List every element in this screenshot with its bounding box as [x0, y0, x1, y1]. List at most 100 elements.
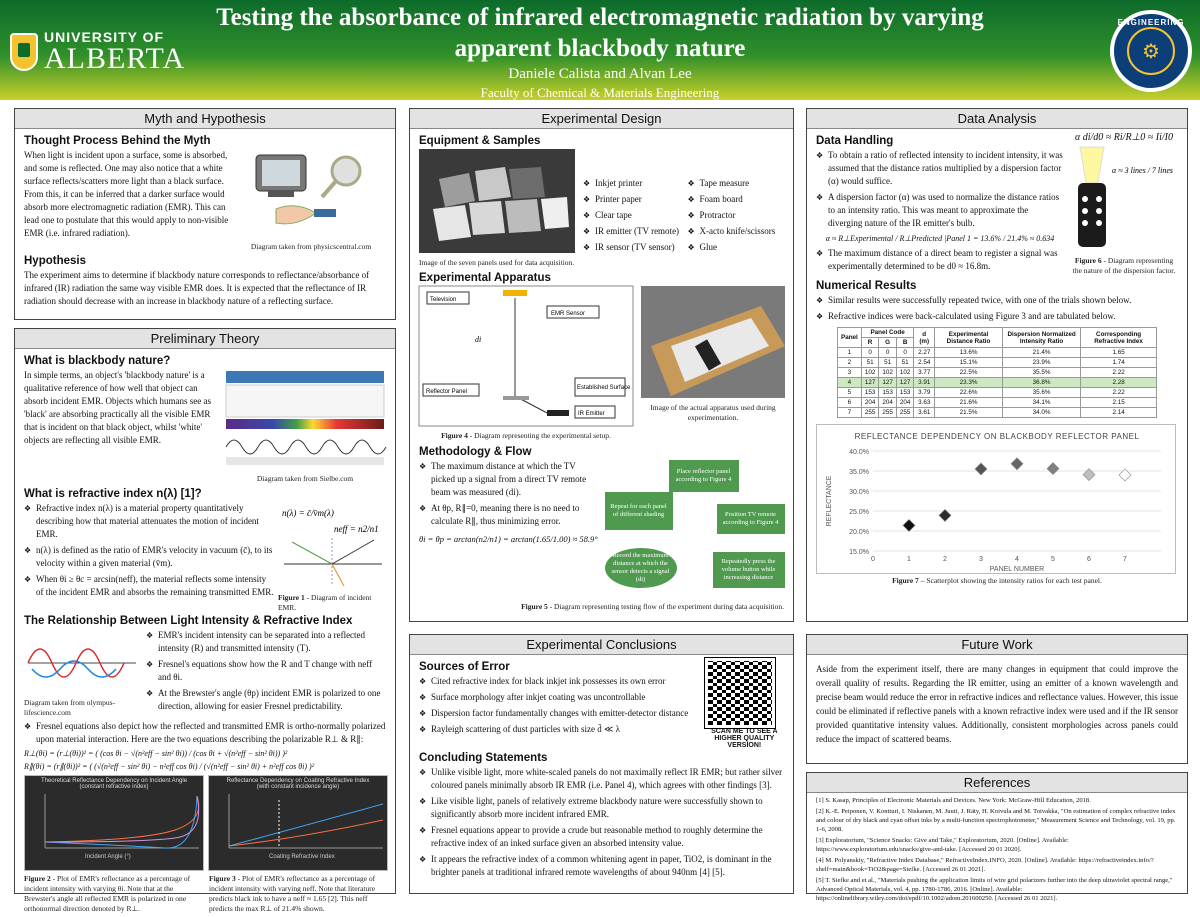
- apparatus-diagram: Television EMR Sensor di Reflector Panel…: [418, 285, 634, 427]
- apparatus-heading: Experimental Apparatus: [419, 272, 551, 284]
- equip-item: Tape measure: [688, 177, 785, 190]
- fig6-label: Figure 6: [1074, 256, 1102, 265]
- table-cell: 35.6%: [1001, 387, 1082, 398]
- conclusions-panel: Experimental Conclusions Sources of Erro…: [409, 634, 794, 894]
- table-cell: 2: [837, 357, 862, 368]
- th-panel: Panel: [837, 327, 862, 348]
- future-panel: Future Work Aside from the experiment it…: [806, 634, 1188, 764]
- fig1-label: Figure 1: [278, 593, 305, 602]
- reflector-label: Reflector Panel: [426, 389, 467, 395]
- data-point-panel-6: [1082, 468, 1096, 482]
- numerical-bullet: Refractive indices were back-calculated …: [816, 310, 1178, 323]
- table-cell: 2.14: [1080, 407, 1157, 418]
- table-cell: 255: [860, 407, 880, 418]
- svg-text:neff = n2/n1: neff = n2/n1: [334, 524, 379, 534]
- chart3-sub: (with constant incidence angle): [256, 784, 340, 790]
- thought-text: When light is incident upon a surface, s…: [24, 150, 229, 238]
- method-bullet: At θp, R∥=0, meaning there is no need to…: [419, 502, 599, 528]
- handling-heading: Data Handling: [816, 135, 894, 147]
- table-cell: 51: [860, 357, 880, 368]
- thought-heading: Thought Process Behind the Myth: [24, 135, 211, 147]
- data-point-panel-3: [974, 462, 988, 476]
- future-text: Aside from the experiment itself, there …: [816, 664, 1178, 744]
- analysis-panel: Data Analysis Data Handling To obtain a …: [806, 108, 1188, 622]
- panels-caption: Image of the seven panels used for data …: [419, 258, 575, 267]
- table-cell: 22.6%: [934, 387, 1003, 398]
- reference-item: [2] K.-E. Peiponen, V. Kontturi, I. Nisk…: [816, 808, 1176, 833]
- handling-bullet: The maximum distance of a direct beam to…: [816, 247, 1064, 273]
- table-cell: 0: [895, 347, 915, 358]
- handling-bullets-2: The maximum distance of a direct beam to…: [816, 247, 1064, 273]
- table-cell: 51: [878, 357, 897, 368]
- fig3-caption: - Plot of EMR's reflectance as a percent…: [209, 874, 376, 913]
- chart3-title: Reflectance Dependency on Coating Refrac…: [226, 778, 370, 784]
- qr-code-icon[interactable]: [703, 657, 776, 729]
- chart3-xlabel: Coating Refractive Index: [269, 854, 335, 860]
- table-cell: 102: [860, 367, 880, 378]
- method-bullet: The maximum distance at which the TV pic…: [419, 460, 599, 499]
- bb-heading: What is blackbody nature?: [24, 355, 171, 367]
- table-cell: 127: [860, 377, 880, 388]
- equipment-list-left: Inkjet printer Printer paper Clear tape …: [583, 177, 680, 268]
- handling-bullet: A dispersion factor (α) was used to norm…: [816, 191, 1064, 230]
- panels-photo: [419, 149, 575, 253]
- chart-title: REFLECTANCE DEPENDENCY ON BLACKBODY REFL…: [855, 432, 1140, 441]
- concluding-bullet: Unlike visible light, more white-scaled …: [419, 766, 784, 792]
- table-cell: 1: [837, 347, 862, 358]
- x-tick-label: 3: [979, 556, 983, 563]
- reference-item: [5] T. Siefke and et al., "Materials pus…: [816, 877, 1173, 902]
- fig6-caption: - Diagram representing the nature of the…: [1072, 256, 1176, 275]
- poster-title: Testing the absorbance of infrared elect…: [216, 4, 984, 62]
- table-cell: 153: [878, 387, 897, 398]
- numerical-bullet: Similar results were successfully repeat…: [816, 294, 1178, 307]
- fig3-label: Figure 3: [209, 874, 236, 883]
- logo-line1: UNIVERSITY OF: [44, 29, 165, 45]
- alpha-equation: α ≈ R⊥Experimental / R⊥Predicted |Panel …: [825, 234, 1055, 243]
- table-cell: 102: [895, 367, 915, 378]
- fig4-caption: - Diagram representing the experimental …: [467, 431, 611, 440]
- th-b: B: [895, 337, 915, 348]
- concluding-bullet: Fresnel equations appear to provide a cr…: [419, 824, 784, 850]
- table-cell: 102: [878, 367, 897, 378]
- chart2-title: Theoretical Reflectance Dependency on In…: [40, 778, 188, 784]
- theory-panel: Preliminary Theory What is blackbody nat…: [14, 328, 396, 913]
- table-cell: 2.22: [1080, 387, 1157, 398]
- table-cell: 255: [878, 407, 897, 418]
- design-title: Experimental Design: [410, 109, 793, 129]
- equip-item: X-acto knife/scissors: [688, 225, 785, 238]
- crest-icon: [10, 33, 38, 71]
- hypothesis-heading: Hypothesis: [24, 255, 86, 267]
- rel-heading: The Relationship Between Light Intensity…: [24, 615, 353, 627]
- th-exp-ratio: Experimental Distance Ratio: [934, 327, 1003, 348]
- gear-icon: ⚙: [1127, 27, 1175, 75]
- table-cell: 35.5%: [1001, 367, 1082, 378]
- table-cell: 21.4%: [1001, 347, 1082, 358]
- shade-label: Established Surface: [577, 385, 631, 391]
- table-cell: 3.77: [913, 367, 936, 378]
- x-axis-label: PANEL NUMBER: [990, 566, 1044, 573]
- flashlight-tv-illustration: [255, 154, 362, 225]
- faculty: Faculty of Chemical & Materials Engineer…: [480, 85, 720, 100]
- conclusions-title: Experimental Conclusions: [410, 635, 793, 655]
- table-cell: 34.0%: [1001, 407, 1082, 418]
- dispersion-top-equation: α di/d0 ≈ Ri/R⊥0 ≈ Ii/I0: [1075, 132, 1173, 143]
- table-cell: 7: [837, 407, 862, 418]
- numerical-bullets: Similar results were successfully repeat…: [816, 294, 1178, 323]
- ri-bullet: When θi ≥ θc = arcsin(neff), the materia…: [24, 573, 274, 599]
- index-curves: Coating Refractive Index: [228, 794, 384, 860]
- apparatus-photo: [641, 286, 785, 398]
- flow-step-3: Repeatedly press the volume button while…: [712, 552, 785, 588]
- table-cell: 204: [860, 397, 880, 408]
- equip-item: IR sensor (TV sensor): [583, 241, 680, 254]
- th-norm-ratio: Dispersion Normalized Intensity Ratio: [1001, 327, 1082, 348]
- handling-bullets: To obtain a ratio of reflected intensity…: [816, 149, 1064, 230]
- table-cell: 36.8%: [1001, 377, 1082, 388]
- x-tick-label: 1: [907, 556, 911, 563]
- table-cell: 153: [860, 387, 880, 398]
- wave-caption: Diagram taken from olympus-lifescience.c…: [24, 698, 116, 717]
- x-tick-label: 2: [943, 556, 947, 563]
- logo-line2: ALBERTA: [44, 42, 186, 75]
- design-panel: Experimental Design Equipment & Samples …: [409, 108, 794, 622]
